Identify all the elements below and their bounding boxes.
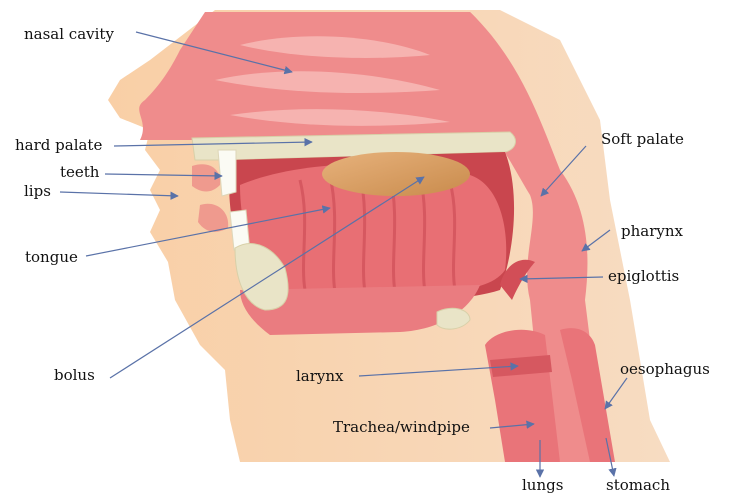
- label-hard-palate: hard palate: [15, 136, 102, 154]
- label-teeth: teeth: [60, 163, 99, 181]
- label-stomach: stomach: [606, 476, 670, 494]
- label-lungs: lungs: [522, 476, 563, 494]
- bolus-shape: [322, 152, 470, 196]
- label-lips: lips: [24, 182, 51, 200]
- label-nasal-cavity: nasal cavity: [24, 25, 114, 43]
- label-larynx: larynx: [296, 367, 344, 385]
- label-bolus: bolus: [54, 366, 95, 384]
- label-epiglottis: epiglottis: [608, 267, 679, 285]
- label-oesophagus: oesophagus: [620, 360, 710, 378]
- label-tongue: tongue: [25, 248, 78, 266]
- label-soft-palate: Soft palate: [601, 130, 684, 148]
- label-trachea: Trachea/windpipe: [333, 418, 470, 436]
- label-pharynx: pharynx: [621, 222, 683, 240]
